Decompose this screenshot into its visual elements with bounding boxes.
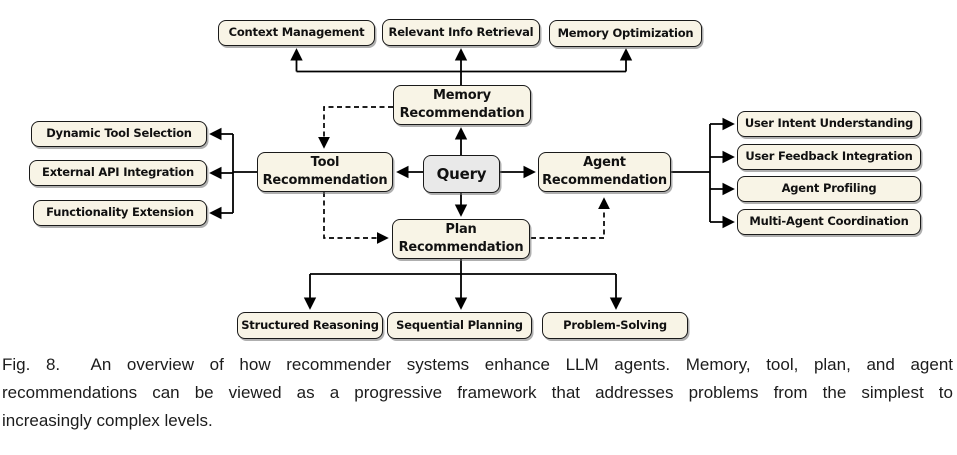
dashed-edge-memory-to-tool — [318, 106, 393, 149]
node-external-api-integration: External API Integration — [29, 160, 207, 186]
node-agent-recommendation: Agent Recommendation — [538, 152, 671, 192]
node-dynamic-tool-selection: Dynamic Tool Selection — [31, 121, 207, 147]
diagram-connectors — [209, 48, 735, 310]
dashed-edge-tool-to-plan — [323, 192, 389, 244]
caption-line-3: increasingly complex levels. — [2, 411, 213, 430]
node-relevant-info-retrieval: Relevant Info Retrieval — [382, 19, 540, 46]
node-multi-agent-coordination: Multi-Agent Coordination — [737, 209, 921, 235]
node-context-management: Context Management — [218, 20, 375, 46]
dashed-progression-edges — [318, 106, 610, 244]
node-sequential-planning: Sequential Planning — [387, 312, 532, 339]
node-functionality-extension: Functionality Extension — [33, 200, 207, 226]
caption-line-1: Fig. 8. An overview of how recommender s… — [2, 355, 953, 374]
node-memory-recommendation: Memory Recommendation — [393, 85, 531, 125]
node-agent-profiling: Agent Profiling — [737, 176, 921, 202]
figure-caption: Fig. 8. An overview of how recommender s… — [2, 351, 953, 435]
node-user-feedback-integration: User Feedback Integration — [737, 144, 921, 170]
node-structured-reasoning: Structured Reasoning — [237, 312, 383, 339]
solid-edges — [209, 48, 735, 310]
node-user-intent-understanding: User Intent Understanding — [737, 111, 921, 137]
node-problem-solving: Problem-Solving — [542, 312, 688, 339]
node-tool-recommendation: Tool Recommendation — [257, 152, 393, 192]
node-plan-recommendation: Plan Recommendation — [392, 219, 530, 259]
dashed-edge-plan-to-agent — [531, 197, 610, 239]
caption-line-2: recommendations can be viewed as a progr… — [2, 383, 953, 402]
node-query: Query — [423, 155, 500, 193]
llm-agent-recommendation-diagram: Context Management Relevant Info Retriev… — [29, 19, 921, 339]
node-memory-optimization: Memory Optimization — [549, 20, 702, 47]
